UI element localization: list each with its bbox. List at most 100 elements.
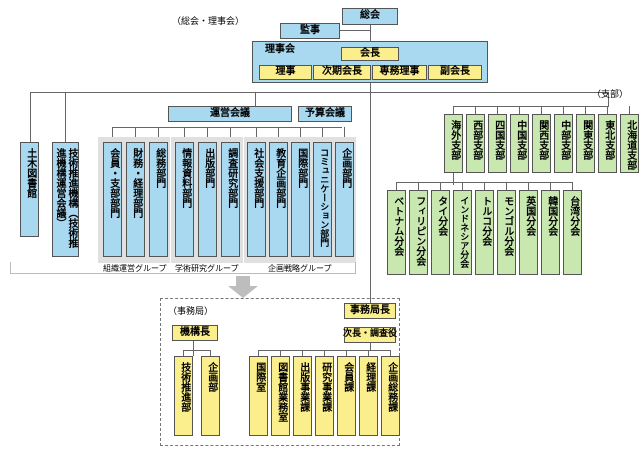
auditor-box: 監事 [280, 23, 340, 39]
dept-education: 教育企画部門 [269, 142, 288, 257]
connector [475, 106, 476, 114]
sub-branch-turkey: トルコ分会 [475, 190, 494, 275]
group-label-1: 組織運営グループ [103, 264, 167, 273]
sub-branch-uk: 英国分会 [519, 190, 538, 275]
dept-social-support: 社会支援部門 [247, 142, 266, 257]
connector [607, 106, 608, 114]
officer-box: 専務理事 [372, 65, 427, 80]
unit-tech-promotion: 技術推進部 [174, 356, 193, 436]
connector [278, 127, 279, 142]
down-arrow-icon [228, 276, 258, 298]
connector [585, 106, 586, 114]
branch-west: 西部支部 [466, 114, 485, 173]
secretariat-director-box: 事務局長 [344, 303, 396, 319]
sub-branch-vietnam: ベトナム分会 [387, 190, 406, 275]
connector [453, 173, 454, 185]
connector [255, 92, 256, 106]
connector [256, 127, 257, 142]
departments-bracket [10, 262, 356, 274]
connector [346, 350, 347, 356]
connector [418, 182, 419, 190]
connector [210, 350, 211, 356]
unit-international-office: 国際室 [249, 356, 268, 436]
unit-publishing-section: 出版事業課 [293, 356, 312, 436]
org-head-box: 機構長 [172, 325, 218, 341]
unit-library-office: 図書館業務室 [271, 356, 290, 436]
group-label-3: 企画戦略グループ [268, 264, 332, 273]
connector [390, 350, 391, 356]
sub-branch-korea: 韓国分会 [541, 190, 560, 275]
dept-member-branch: 会員・支部部門 [103, 142, 122, 257]
branch-chugoku: 中国支部 [510, 114, 529, 173]
connector [370, 82, 371, 306]
connector [302, 350, 303, 356]
connector [135, 127, 136, 142]
officer-box: 理事 [259, 65, 312, 80]
connector [497, 106, 498, 114]
connector [541, 106, 542, 114]
connector [158, 127, 159, 142]
header-note: （総会・理事会） [172, 17, 245, 27]
connector [396, 182, 397, 190]
connector [462, 182, 463, 190]
connector [30, 92, 608, 93]
officer-box: 副会長 [428, 65, 482, 80]
connector [506, 182, 507, 190]
library-box: 土木図書館 [20, 142, 39, 237]
group-label-2: 学術研究グループ [175, 264, 239, 273]
branch-overseas: 海外支部 [444, 114, 463, 173]
connector [484, 182, 485, 190]
sub-branch-indonesia: インドネシア分会 [453, 190, 472, 275]
connector [528, 182, 529, 190]
connector [344, 127, 345, 142]
connector [563, 106, 564, 114]
connector [453, 106, 454, 114]
dept-planning: 企画部門 [335, 142, 354, 257]
connector [184, 127, 185, 142]
branch-chubu: 中部支部 [554, 114, 573, 173]
unit-planning: 企画部 [201, 356, 220, 436]
operations-meeting-box: 運営会議 [168, 106, 292, 122]
dept-research: 調査研究部門 [221, 142, 240, 257]
connector [324, 350, 325, 356]
board-label: 理事会 [265, 44, 295, 55]
dept-communication: コミュニケーション部門 [313, 142, 332, 257]
connector [572, 182, 573, 190]
unit-member-section: 会員課 [337, 356, 356, 436]
connector [65, 92, 66, 142]
dept-information: 情報資料部門 [175, 142, 194, 257]
connector [230, 127, 231, 142]
connector [340, 30, 370, 31]
secretariat-note: （事務局） [168, 307, 214, 317]
sub-branch-taiwan: 台湾分会 [563, 190, 582, 275]
board-box: 理事会 会長 理事 次期会長 専務理事 副会長 [252, 41, 488, 83]
sub-branch-mongolia: モンゴル分会 [497, 190, 516, 275]
sub-branch-thailand: タイ分会 [431, 190, 450, 275]
connector [30, 92, 31, 142]
dept-international: 国際部門 [291, 142, 310, 257]
connector [453, 106, 609, 107]
connector [112, 127, 113, 142]
branch-shikoku: 四国支部 [488, 114, 507, 173]
unit-planning-general-section: 企画総務課 [381, 356, 400, 436]
sub-branch-philippines: フィリピン分会 [409, 190, 428, 275]
dept-finance: 財務・経理部門 [126, 142, 145, 257]
connector [629, 106, 630, 114]
connector [322, 127, 323, 142]
connector [112, 127, 342, 128]
connector [440, 182, 441, 190]
connector [370, 24, 371, 44]
branch-note: （支部） [592, 90, 629, 100]
unit-research-section: 研究事業課 [315, 356, 334, 436]
connector [550, 182, 551, 190]
budget-meeting-box: 予算会議 [298, 106, 352, 122]
tech-org-box: 技術推進機構（技術推進機構運営会議） [52, 142, 79, 257]
connector [280, 350, 281, 356]
connector [183, 350, 184, 356]
dept-general-affairs: 総務部門 [149, 142, 168, 257]
connector [183, 350, 211, 351]
connector [608, 92, 609, 106]
connector [258, 350, 259, 356]
president-box: 会長 [341, 47, 399, 61]
